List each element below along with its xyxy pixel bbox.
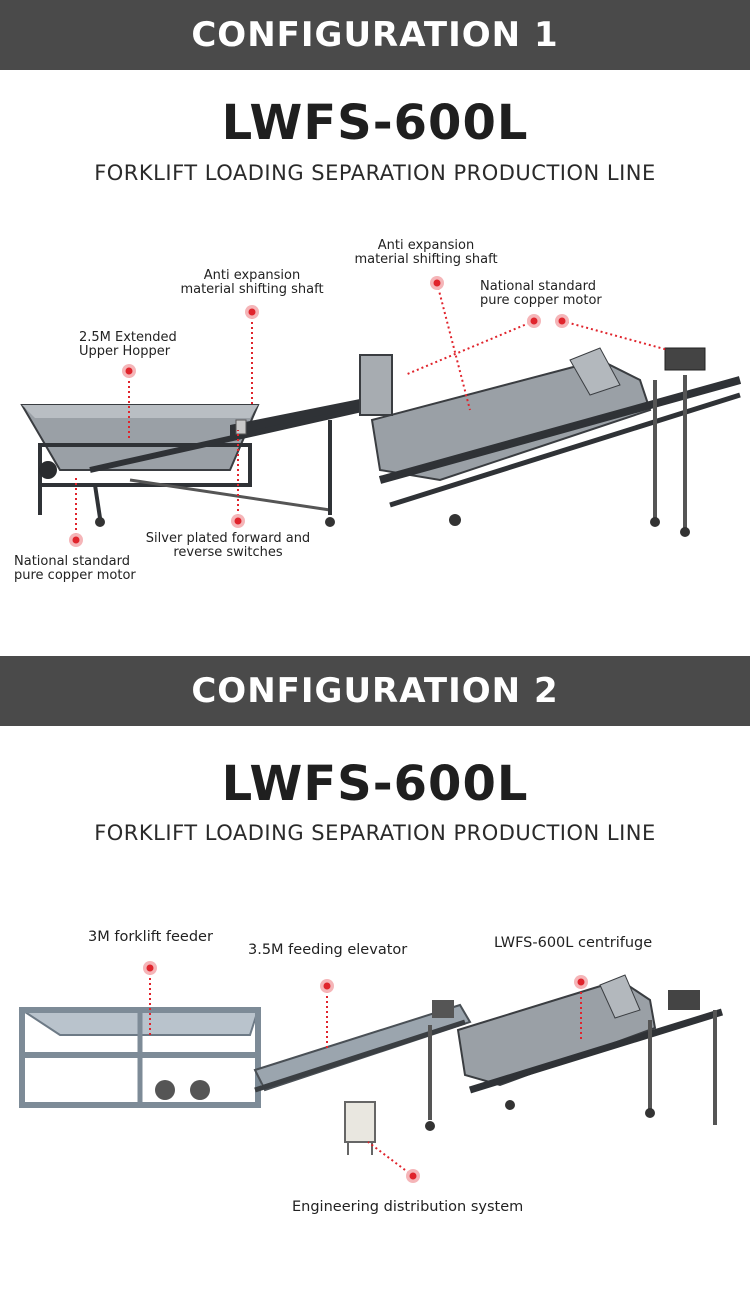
label-switch-line1: Silver plated forward and — [145, 531, 311, 546]
centrifuge — [359, 347, 742, 537]
config-1-banner: CONFIGURATION 1 — [0, 0, 750, 70]
config-2-subtitle: FORKLIFT LOADING SEPARATION PRODUCTION L… — [94, 821, 656, 845]
feeding-elevator — [253, 1000, 472, 1131]
config-1-model: LWFS-600L — [221, 95, 529, 151]
label-shaft-right: Anti expansion material shifting shaft — [350, 239, 502, 267]
config-1-banner-text: CONFIGURATION 1 — [191, 15, 559, 55]
label-hopper: 2.5M Extended Upper Hopper — [79, 331, 177, 359]
label-feeding-elevator: 3.5M feeding elevator — [248, 942, 408, 958]
callout-markers-2 — [143, 961, 588, 1183]
distribution-cabinet — [344, 1101, 376, 1155]
label-shaft-left: Anti expansion material shifting shaft — [176, 269, 328, 297]
label-hopper-line2: Upper Hopper — [79, 344, 171, 359]
label-shaft-left-line1: Anti expansion — [203, 268, 301, 283]
label-motor-left-line1: National standard — [14, 554, 130, 569]
config-2-machine-illustration — [18, 961, 724, 1183]
config-2-model: LWFS-600L — [221, 756, 529, 812]
label-motor-right-line2: pure copper motor — [480, 293, 602, 308]
label-motor-left: National standard pure copper motor — [14, 555, 136, 583]
label-distribution-system: Engineering distribution system — [292, 1199, 524, 1215]
label-motor-right: National standard pure copper motor — [480, 280, 602, 308]
upper-hopper — [20, 404, 260, 527]
left-conveyor — [89, 395, 381, 527]
config-2-banner-text: CONFIGURATION 2 — [191, 671, 559, 711]
callout-leaders — [75, 282, 669, 540]
label-centrifuge: LWFS-600L centrifuge — [494, 935, 653, 951]
config-2-banner: CONFIGURATION 2 — [0, 656, 750, 726]
label-switch: Silver plated forward and reverse switch… — [140, 532, 316, 560]
label-shaft-right-line2: material shifting shaft — [354, 252, 498, 267]
label-hopper-line1: 2.5M Extended — [79, 330, 177, 345]
config-1-machine-illustration — [20, 276, 742, 547]
label-motor-right-line1: National standard — [480, 279, 596, 294]
centrifuge-2 — [456, 974, 724, 1125]
forklift-feeder — [18, 1007, 261, 1108]
label-switch-line2: reverse switches — [173, 545, 283, 560]
callout-leaders-2 — [149, 968, 582, 1177]
label-shaft-right-line1: Anti expansion — [377, 238, 475, 253]
config-1-subtitle: FORKLIFT LOADING SEPARATION PRODUCTION L… — [94, 161, 656, 185]
label-motor-left-line2: pure copper motor — [14, 568, 136, 583]
label-forklift-feeder: 3M forklift feeder — [88, 929, 213, 945]
callout-markers — [69, 276, 569, 547]
label-shaft-left-line2: material shifting shaft — [180, 282, 324, 297]
